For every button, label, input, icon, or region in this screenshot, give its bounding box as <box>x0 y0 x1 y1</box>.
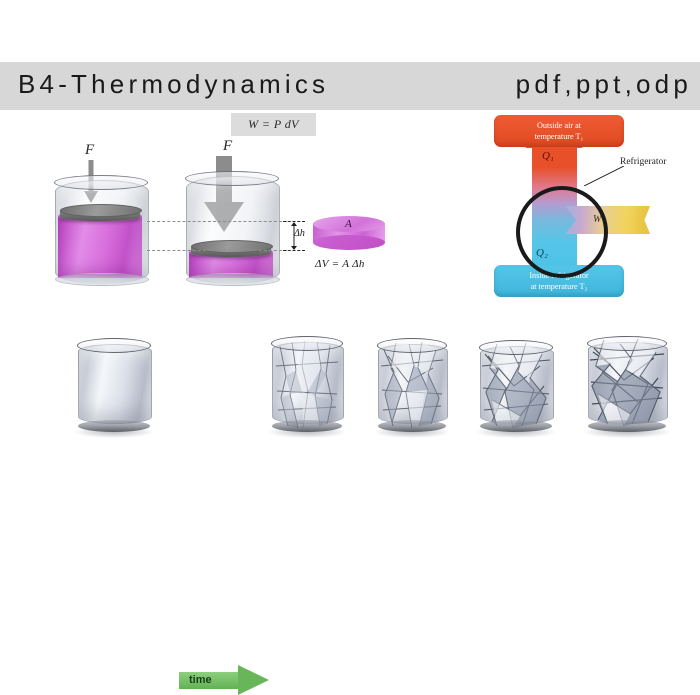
work-ribbon-tail <box>636 206 650 234</box>
piston-figure: F F <box>0 130 420 310</box>
can-crumpled-3 <box>475 340 557 438</box>
can-crumpled-1 <box>267 336 347 438</box>
time-arrow-label: time <box>189 674 212 686</box>
refrigerator-figure: W Outside air at temperature T₁ Inside r… <box>460 110 700 305</box>
refrigerator-circle-marker <box>516 186 608 278</box>
hot-reservoir-line2: temperature T₁ <box>534 132 584 141</box>
work-formula-box: W = P dV <box>231 113 316 136</box>
slide-canvas: B4-Thermodynamics pdf,ppt,odp W = P dV F… <box>0 62 700 695</box>
force-label-left: F <box>85 142 95 158</box>
arrow-notch-left <box>517 148 532 157</box>
arrow-notch-right <box>577 148 592 157</box>
page-title: B4-Thermodynamics <box>18 69 330 99</box>
entropy-figure: time <box>0 310 700 695</box>
force-label-right: F <box>223 138 233 154</box>
cold-reservoir-line2: at temperature T₂ <box>530 282 588 291</box>
can-pristine <box>73 338 155 438</box>
hot-reservoir-line1: Outside air at <box>536 120 582 130</box>
refrigerator-leader-line <box>584 166 624 186</box>
volume-formula: ΔV = A Δh <box>315 258 365 270</box>
cylinder-right <box>185 171 280 286</box>
area-label: A <box>345 218 352 230</box>
header-band <box>0 62 700 110</box>
cylinder-left <box>54 175 149 286</box>
refrigerator-label: Refrigerator <box>620 157 667 167</box>
heat-out-label: Q₁ <box>542 150 554 162</box>
leader-line-top <box>147 221 287 222</box>
time-arrow: time <box>179 665 269 695</box>
can-crumpled-4 <box>583 336 671 438</box>
piston-disc-left <box>60 204 142 221</box>
work-formula-text: W = P dV <box>248 117 299 131</box>
delta-h-label: Δh <box>294 228 305 239</box>
can-crumpled-2 <box>373 338 451 438</box>
hot-reservoir-box: Outside air at temperature T₁ <box>494 115 624 147</box>
area-disc <box>313 216 385 250</box>
delta-h-bracket <box>283 221 305 251</box>
fluid-left <box>58 211 142 278</box>
file-formats-label[interactable]: pdf,ppt,odp <box>515 69 692 99</box>
leader-line-bottom <box>147 250 287 251</box>
